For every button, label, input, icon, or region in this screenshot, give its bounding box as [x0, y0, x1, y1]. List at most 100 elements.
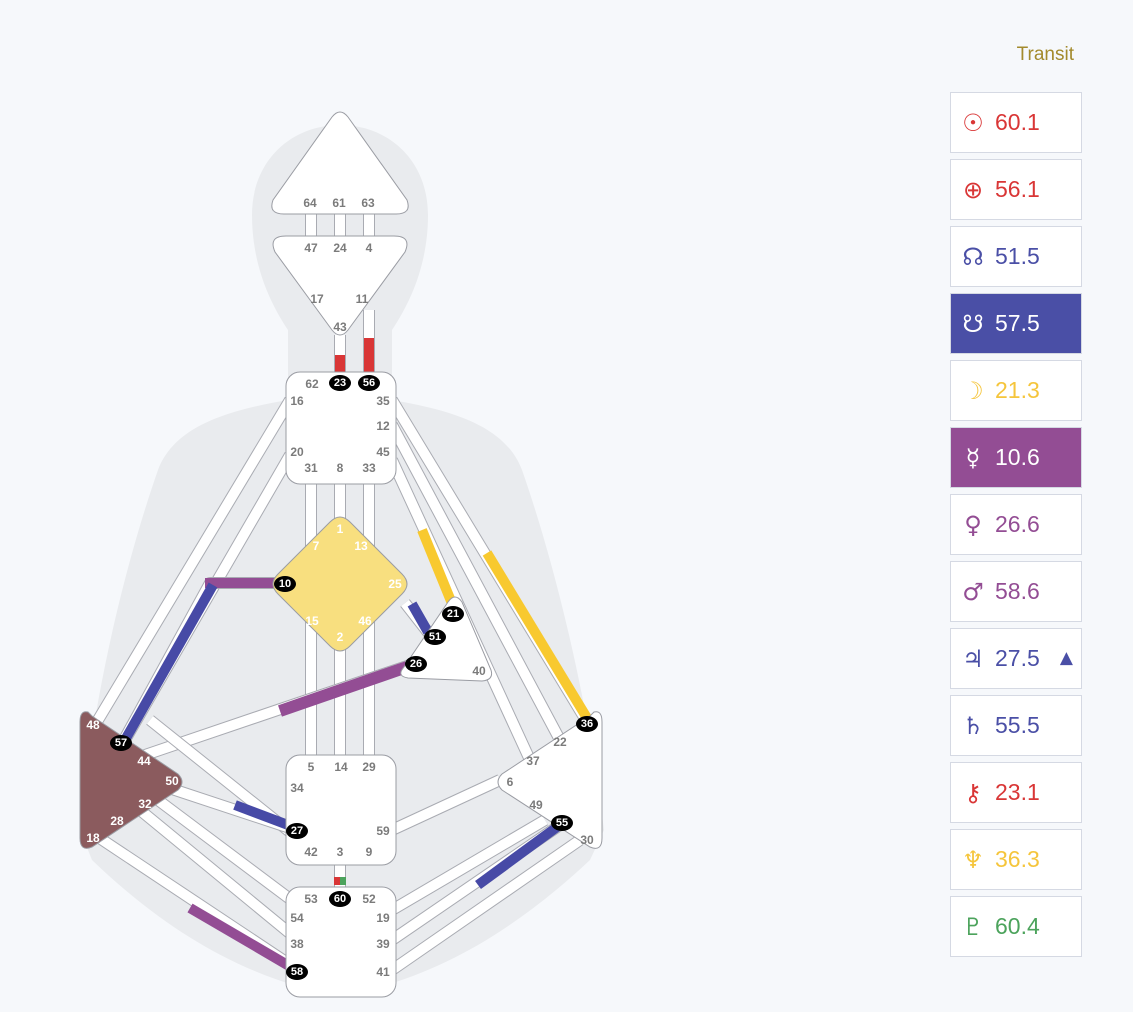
planet-row[interactable]: ♀26.6 [950, 494, 1082, 555]
gate-1: 1 [337, 522, 344, 536]
gate-50: 50 [165, 774, 179, 788]
gate-62: 62 [305, 377, 319, 391]
sacral-center [285, 754, 397, 866]
gate-58: 58 [291, 966, 303, 978]
planet-row[interactable]: ☊ 51.5 [950, 226, 1082, 287]
gate-17: 17 [310, 292, 324, 306]
gate-4: 4 [366, 241, 373, 255]
planet-value: 51.5 [995, 243, 1040, 269]
gate-23-activation-badge [329, 375, 351, 391]
gate-21: 21 [447, 608, 459, 620]
gate-51: 51 [429, 631, 441, 643]
gate-3: 3 [337, 845, 344, 859]
moon-icon: ☽ [962, 376, 984, 405]
saturn-icon: ♄ [962, 711, 984, 740]
planet-row[interactable]: ♇60.4 [950, 896, 1082, 957]
gate-21-activation-badge [442, 606, 464, 622]
gate-54: 54 [290, 911, 304, 925]
planet-value: 56.1 [995, 176, 1040, 202]
gate-27: 27 [291, 825, 303, 837]
ajna-center [272, 235, 408, 336]
planet-row[interactable]: ♆36.3 [950, 829, 1082, 890]
gate-56: 56 [363, 377, 375, 389]
gate-61: 61 [332, 196, 346, 210]
gate-12: 12 [376, 419, 390, 433]
gate-24: 24 [333, 241, 347, 255]
head-center [271, 111, 409, 215]
gate-51-activation-badge [424, 629, 446, 645]
gate-26-activation-badge [405, 656, 427, 672]
gate-44: 44 [137, 754, 151, 768]
planet-row[interactable]: ☽ 21.3 [950, 360, 1082, 421]
activation-gate-55 [475, 822, 560, 890]
planet-row[interactable]: ⚷ 23.1 [950, 762, 1082, 823]
planet-value: 60.4 [995, 913, 1040, 939]
planet-row[interactable]: ☉60.1 [950, 92, 1082, 153]
gate-64: 64 [303, 196, 317, 210]
gate-35: 35 [376, 394, 390, 408]
gate-31: 31 [304, 461, 318, 475]
planet-value: 55.5 [995, 712, 1040, 738]
channel-41-30 [389, 835, 583, 975]
planet-row[interactable]: ♃27.5▲ [950, 628, 1082, 689]
gate-10: 10 [279, 578, 291, 590]
mars-icon: ♂ [962, 577, 984, 606]
gate-9: 9 [366, 845, 373, 859]
mercury-icon: ☿ [965, 443, 981, 472]
gate-18: 18 [86, 831, 100, 845]
gate-14: 14 [334, 760, 348, 774]
gate-13: 13 [354, 539, 368, 553]
spleen-center [79, 711, 183, 849]
gate-20: 20 [290, 445, 304, 459]
north-node-icon: ☊ [962, 242, 984, 271]
gate-56-activation-badge [358, 375, 380, 391]
planet-row[interactable]: ♂58.6 [950, 561, 1082, 622]
sun-icon: ☉ [962, 108, 984, 137]
planet-value: 27.5 [995, 645, 1040, 671]
neptune-icon: ♆ [962, 845, 984, 874]
transit-title: Transit [1016, 44, 1074, 65]
gate-2: 2 [337, 630, 344, 644]
channel-12-22 [387, 422, 565, 743]
gate-45: 45 [376, 445, 390, 459]
chiron-icon: ⚷ [964, 778, 982, 807]
gate-36: 36 [581, 718, 593, 730]
gate-60: 60 [334, 893, 346, 905]
activation-gate-36 [482, 550, 592, 721]
gate-8: 8 [337, 461, 344, 475]
gate-57-activation-badge [110, 735, 132, 751]
planet-row[interactable]: ⊕56.1 [950, 159, 1082, 220]
planet-row[interactable]: ☋ 57.5 [950, 293, 1082, 354]
gate-25: 25 [388, 577, 402, 591]
gate-11: 11 [356, 292, 369, 306]
channel-19-49 [389, 815, 548, 915]
planet-row[interactable]: ♄ 55.5 [950, 695, 1082, 756]
channel-16-48 [90, 397, 295, 728]
channel-59-6 [389, 775, 503, 835]
gate-37: 37 [526, 754, 540, 768]
planet-value: 21.3 [995, 377, 1040, 403]
south-node-icon: ☋ [962, 309, 984, 338]
gate-36-activation-badge [576, 716, 598, 732]
planet-row[interactable]: ☿10.6 [950, 427, 1082, 488]
gate-23: 23 [334, 377, 346, 389]
planet-value: 57.5 [995, 310, 1040, 336]
gate-39: 39 [376, 937, 390, 951]
planet-value: 23.1 [995, 779, 1040, 805]
gate-28: 28 [110, 814, 124, 828]
gate-27-activation-badge [286, 823, 308, 839]
activation-gate-26 [278, 661, 409, 717]
centers [79, 111, 603, 998]
gate-43: 43 [333, 320, 347, 334]
channel-28-38 [136, 806, 302, 944]
gate-52: 52 [362, 892, 376, 906]
gate-46: 46 [358, 614, 372, 628]
solar-plexus-center [497, 711, 603, 849]
gate-6: 6 [507, 775, 514, 789]
channel-32-54 [155, 796, 301, 909]
gate-59: 59 [376, 824, 390, 838]
gate-48: 48 [86, 718, 100, 732]
gate-33: 33 [362, 461, 376, 475]
